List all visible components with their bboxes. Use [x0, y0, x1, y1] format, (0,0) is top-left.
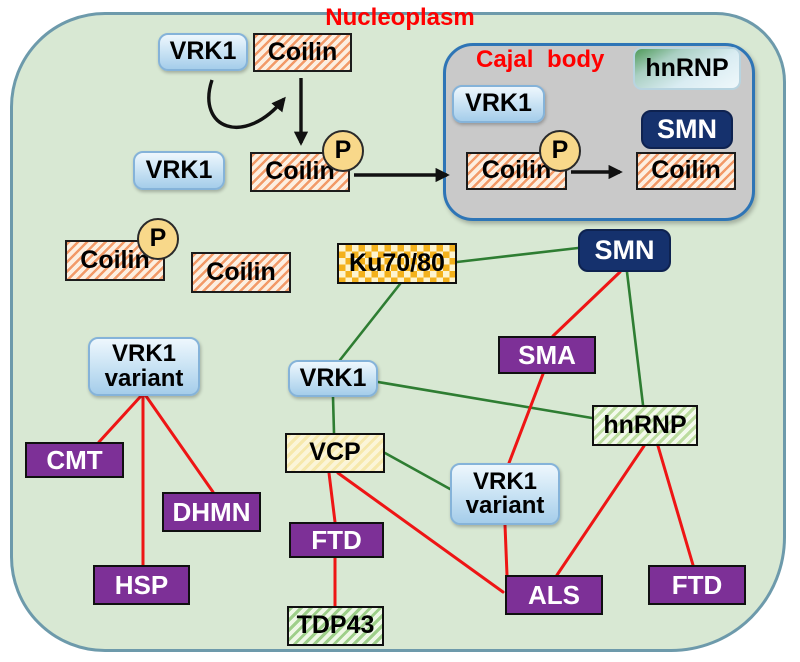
- node-vrk1-top: VRK1: [158, 33, 248, 71]
- edge-hnrnp-main-ftd-right: [656, 444, 695, 567]
- node-label: Coilin: [80, 245, 150, 274]
- edge-ku70-80-smn-main: [455, 246, 580, 264]
- node-label: VRK1: [111, 340, 177, 368]
- node-label-line2: variant: [104, 364, 184, 392]
- node-label: Coilin: [265, 157, 335, 186]
- node-als: ALS: [505, 575, 603, 615]
- node-ku70-80: Ku70/80: [337, 243, 457, 284]
- edge-vcp-als: [336, 471, 505, 594]
- node-label: Coilin: [481, 156, 552, 185]
- node-label: Coilin: [651, 156, 721, 185]
- node-label: VRK1: [299, 363, 367, 392]
- phospho-badge: P: [137, 218, 179, 260]
- node-label: Ku70/80: [349, 248, 445, 277]
- node-tdp43: TDP43: [287, 606, 384, 646]
- edge-ku70-80-vrk1-center: [338, 282, 402, 362]
- node-sma: SMA: [498, 336, 596, 374]
- node-vrk1-center: VRK1: [288, 360, 378, 397]
- node-coilin-cajal: Coilin: [636, 152, 736, 190]
- node-label: SMA: [518, 339, 576, 370]
- edge-hnrnp-main-als: [555, 444, 646, 577]
- node-smn-main: SMN: [578, 229, 671, 272]
- node-vcp: VCP: [285, 433, 385, 473]
- vrk1-catalysis-arc: [207, 79, 286, 129]
- node-label-line2: variant: [465, 492, 545, 519]
- node-label: VCP: [309, 438, 361, 467]
- node-label: SMN: [594, 234, 655, 265]
- edge-vrk1-variant-left-dhmn: [144, 394, 215, 494]
- node-label: VRK1: [465, 89, 532, 118]
- edge-vcp-vrk1-variant-bottom: [383, 451, 452, 491]
- edge-vrk1-center-vcp: [331, 395, 336, 435]
- node-cmt: CMT: [25, 442, 124, 478]
- node-coilin-left: Coilin: [191, 252, 291, 293]
- edge-sma-vrk1-variant-bottom: [507, 372, 545, 465]
- node-hnrnp-main: hnRNP: [592, 405, 698, 446]
- node-label: VRK1: [169, 37, 237, 66]
- node-hnrnp-cajal: hnRNP: [633, 47, 741, 90]
- node-hsp: HSP: [93, 565, 190, 605]
- node-label: Coilin: [206, 257, 276, 286]
- node-label: HSP: [114, 569, 169, 600]
- node-dhmn: DHMN: [162, 492, 261, 532]
- phospho-badge: P: [539, 130, 581, 172]
- node-label: VRK1: [472, 467, 538, 495]
- edge-vrk1-center-hnrnp-main: [376, 380, 594, 420]
- node-label: FTD: [671, 569, 723, 600]
- node-label: hnRNP: [603, 410, 687, 439]
- nucleoplasm-title: Nucleoplasm: [325, 4, 475, 31]
- node-label: ALS: [528, 579, 580, 610]
- node-label: SMN: [657, 113, 717, 144]
- edge-smn-main-sma: [551, 270, 622, 338]
- node-label: FTD: [311, 524, 362, 555]
- node-vrk1-cajal: VRK1: [452, 85, 545, 123]
- edge-vrk1-variant-bottom-als: [503, 523, 509, 577]
- node-vrk1-mid: VRK1: [133, 151, 225, 190]
- node-label: Coilin: [267, 37, 338, 66]
- node-ftd-right: FTD: [648, 565, 746, 605]
- cajal-body-title: Cajal body: [476, 46, 605, 73]
- node-label: VRK1: [145, 155, 213, 184]
- node-label: TDP43: [296, 611, 375, 640]
- node-label: CMT: [46, 444, 103, 475]
- node-smn-cajal: SMN: [641, 110, 733, 149]
- edge-smn-main-hnrnp-main: [625, 270, 645, 407]
- node-ftd-left: FTD: [289, 522, 384, 558]
- edge-vrk1-variant-left-cmt: [97, 394, 143, 444]
- phospho-badge: P: [322, 130, 364, 172]
- edge-vcp-ftd-left: [327, 471, 337, 524]
- node-label: DHMN: [172, 496, 251, 527]
- node-label: hnRNP: [645, 53, 729, 82]
- node-coilin-top: Coilin: [253, 33, 352, 72]
